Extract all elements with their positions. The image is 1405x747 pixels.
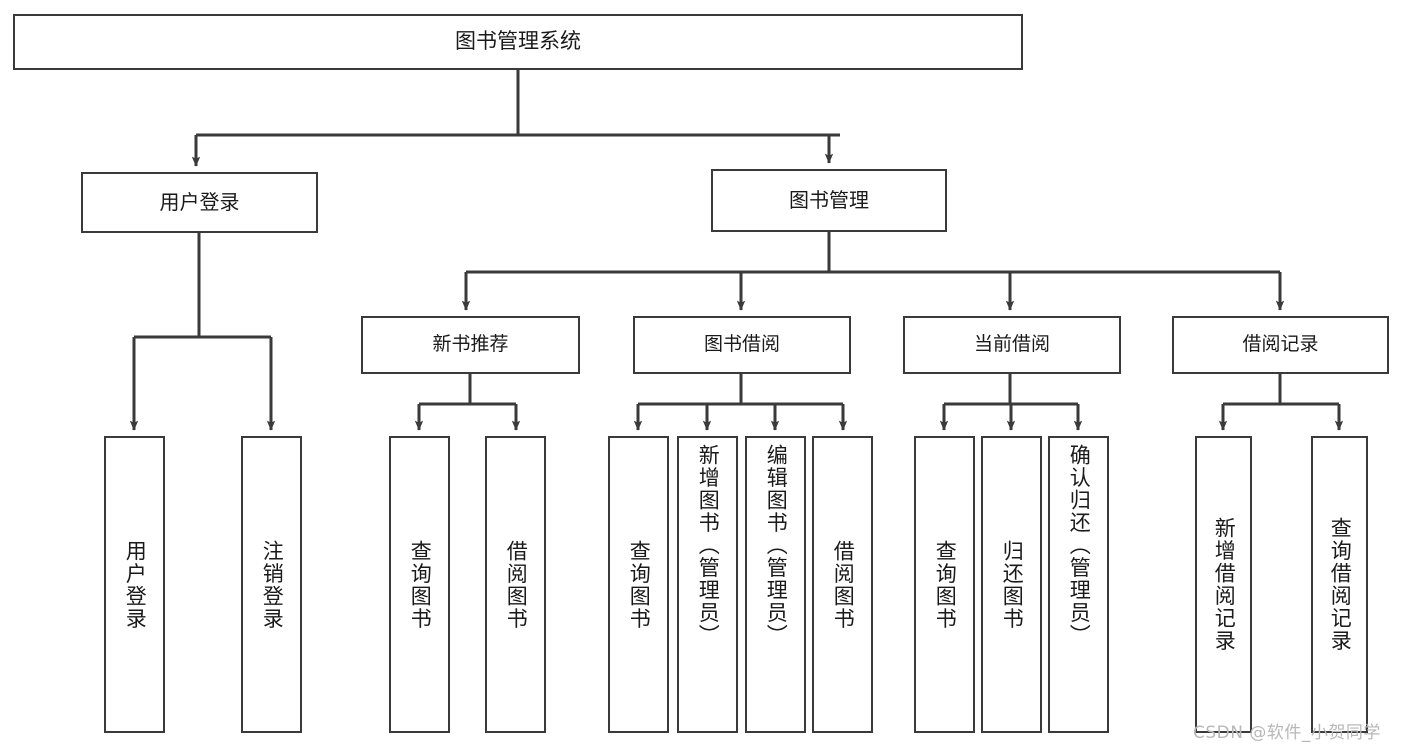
node-leaf-user-login[interactable]: 用户登录 bbox=[104, 436, 165, 733]
node-label: 图书管理系统 bbox=[455, 29, 581, 54]
node-leaf-add-borrow-record[interactable]: 新增借阅记录 bbox=[1195, 436, 1252, 733]
node-label: 归还图书 bbox=[1000, 539, 1025, 630]
node-leaf-edit-book-admin[interactable]: 编辑图书（管理员） bbox=[745, 436, 806, 733]
node-label: 新增图书（管理员） bbox=[696, 444, 721, 647]
node-borrow-record[interactable]: 借阅记录 bbox=[1172, 316, 1389, 374]
node-label: 查询图书 bbox=[933, 539, 958, 630]
node-leaf-query-book-borrow[interactable]: 查询图书 bbox=[608, 436, 669, 733]
node-leaf-logout[interactable]: 注销登录 bbox=[241, 436, 302, 733]
node-label: 当前借阅 bbox=[973, 333, 1050, 356]
node-leaf-borrow-book[interactable]: 借阅图书 bbox=[812, 436, 873, 733]
node-leaf-query-book-current[interactable]: 查询图书 bbox=[914, 436, 975, 733]
node-user-login[interactable]: 用户登录 bbox=[81, 172, 318, 233]
node-label: 确认归还（管理员） bbox=[1067, 444, 1092, 647]
node-label: 用户登录 bbox=[159, 190, 240, 215]
node-label: 编辑图书（管理员） bbox=[764, 444, 789, 647]
node-leaf-query-borrow-record[interactable]: 查询借阅记录 bbox=[1311, 436, 1368, 733]
node-label: 借阅记录 bbox=[1242, 333, 1319, 356]
node-new-book-recommend[interactable]: 新书推荐 bbox=[361, 316, 580, 374]
node-label: 注销登录 bbox=[260, 539, 285, 630]
node-label: 借阅图书 bbox=[831, 539, 856, 630]
node-leaf-add-book-admin[interactable]: 新增图书（管理员） bbox=[677, 436, 738, 733]
node-root[interactable]: 图书管理系统 bbox=[13, 14, 1023, 70]
node-leaf-confirm-return-admin[interactable]: 确认归还（管理员） bbox=[1048, 436, 1109, 733]
watermark-text: CSDN @软件_小贺同学 bbox=[1193, 723, 1381, 743]
node-label: 新增借阅记录 bbox=[1212, 517, 1237, 652]
node-label: 新书推荐 bbox=[432, 333, 509, 356]
node-label: 借阅图书 bbox=[504, 539, 529, 630]
node-leaf-borrow-book-recommend[interactable]: 借阅图书 bbox=[485, 436, 546, 733]
node-leaf-return-book[interactable]: 归还图书 bbox=[981, 436, 1042, 733]
node-book-management[interactable]: 图书管理 bbox=[711, 169, 947, 232]
node-label: 用户登录 bbox=[123, 539, 148, 630]
node-current-borrow[interactable]: 当前借阅 bbox=[903, 316, 1121, 374]
node-label: 查询借阅记录 bbox=[1328, 517, 1353, 652]
node-label: 图书管理 bbox=[789, 188, 869, 213]
node-leaf-query-book-recommend[interactable]: 查询图书 bbox=[389, 436, 450, 733]
node-label: 查询图书 bbox=[627, 539, 652, 630]
node-label: 查询图书 bbox=[408, 539, 433, 630]
node-book-borrow[interactable]: 图书借阅 bbox=[633, 316, 851, 374]
node-label: 图书借阅 bbox=[703, 333, 780, 356]
